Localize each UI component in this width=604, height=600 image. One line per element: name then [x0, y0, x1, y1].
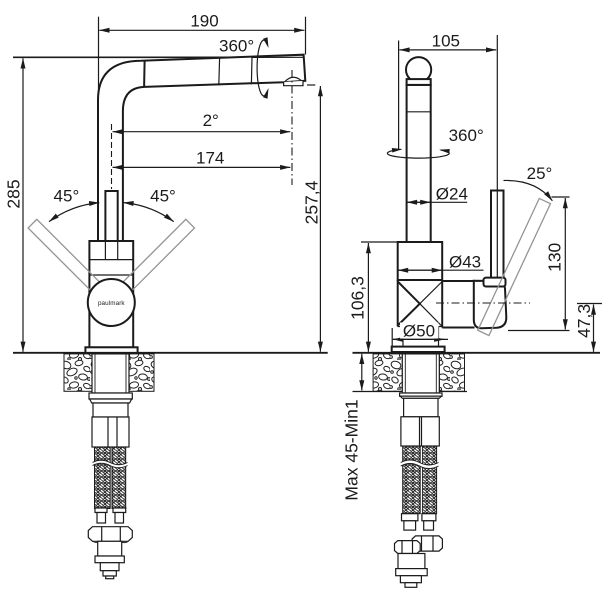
svg-text:285: 285 — [4, 179, 24, 208]
svg-text:257,4: 257,4 — [302, 180, 322, 224]
svg-text:360°: 360° — [219, 36, 254, 55]
svg-text:2°: 2° — [203, 111, 219, 130]
svg-text:Ø24: Ø24 — [436, 185, 468, 204]
svg-text:45°: 45° — [150, 187, 176, 206]
svg-text:45°: 45° — [54, 187, 80, 206]
svg-text:Max 45-Min1: Max 45-Min1 — [342, 399, 362, 500]
svg-text:130: 130 — [545, 242, 565, 271]
svg-text:Ø50: Ø50 — [403, 322, 435, 341]
svg-text:47,3: 47,3 — [574, 304, 594, 338]
svg-text:360°: 360° — [449, 126, 484, 145]
svg-text:25°: 25° — [527, 164, 553, 183]
svg-text:174: 174 — [196, 148, 224, 167]
svg-text:105: 105 — [432, 31, 460, 50]
svg-text:106,3: 106,3 — [348, 276, 368, 320]
svg-text:190: 190 — [190, 11, 218, 30]
svg-text:paulmark: paulmark — [98, 300, 125, 307]
svg-text:Ø43: Ø43 — [449, 253, 481, 272]
